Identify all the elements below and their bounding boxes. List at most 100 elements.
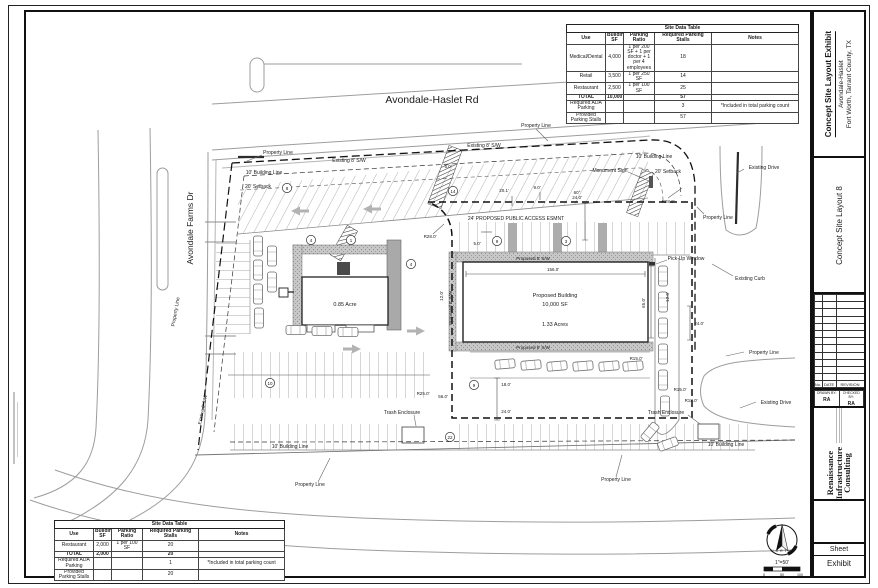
title-block-sheet-no: Sheet Exhibit — [814, 544, 864, 574]
label-existing-drive-tr: Existing Drive — [749, 165, 780, 171]
label-property-line-bl: Property Line — [295, 482, 325, 488]
rev-date-header: DATE — [821, 380, 837, 388]
label-property-line-b: Property Line — [601, 477, 631, 483]
label-building-line-tr: 10' Building Line — [636, 154, 673, 160]
right-building-pad — [448, 251, 680, 435]
dim-r25: R25.0' — [417, 391, 430, 396]
road-left-label: Avondale Farms Dr — [185, 191, 195, 264]
label-building-line-br: 10' Building Line — [708, 442, 745, 448]
dim-5-top: 5.0' — [444, 164, 451, 169]
svg-text:10: 10 — [267, 381, 273, 386]
dim-r18: R18.0' — [685, 398, 698, 403]
table-header-row: Use Building SF Parking Ratio Required P… — [54, 528, 286, 541]
keynote-8: 8 — [282, 183, 292, 193]
label-building-line-bl: 10' Building Line — [272, 444, 309, 450]
table-row-provided: Provided Parking Stalls 20 — [54, 568, 286, 582]
label-bldg2-ac: 0.85 Acre — [333, 302, 356, 308]
table-row: Restaurant 2,000 1 per 100 SF 20 — [54, 539, 286, 552]
rev-no-header: No. — [814, 380, 823, 388]
keynote-circles: 8 14 4 1 9 3 4 10 9 22 — [265, 183, 571, 442]
svg-text:14: 14 — [450, 189, 456, 194]
keynote-9a: 9 — [492, 236, 502, 246]
table-row: Retail 3,500 1 per 250 SF 14 — [566, 70, 800, 84]
north-arrow: NORTH — [766, 523, 798, 556]
table-row-total: TOTAL 10,000 57 — [566, 93, 800, 102]
svg-text:8: 8 — [286, 186, 289, 191]
dim-5-row: 5.0' — [473, 241, 480, 246]
table-row-ada: Required ADA Parking 3 *Included in tota… — [566, 100, 800, 113]
title-block-spare — [814, 501, 864, 544]
label-existing-sw6: Existing 6' S/W — [197, 394, 208, 425]
label-esmt: 24' PROPOSED PUBLIC ACCESS ESMNT — [468, 216, 564, 222]
label-property-line-tm: Property Line — [521, 123, 551, 129]
table-title: Site Data Table — [565, 24, 800, 33]
sheet-number: Exhibit — [826, 559, 851, 568]
scale-0: 0 — [763, 573, 765, 577]
firm-contact-lines — [835, 408, 844, 443]
road-top-label: Avondale-Haslet Rd — [385, 94, 478, 106]
keynote-14: 14 — [448, 186, 458, 196]
label-existing-sw8-m: Existing 8' S/W — [467, 143, 501, 149]
dim-r15-b: R15.0' — [674, 387, 687, 392]
scale-text: 1"=50' — [775, 560, 789, 566]
label-r28-tr: R28.0' — [662, 199, 675, 204]
keynote-10: 10 — [265, 378, 275, 388]
keynote-9b: 9 — [469, 380, 479, 390]
label-existing-drive-r: Existing Drive — [761, 400, 792, 406]
keynote-4a: 4 — [306, 235, 316, 245]
label-property-line-r: Property Line — [703, 215, 733, 221]
label-existing-sw8-l: Existing 8' S/W — [332, 158, 366, 164]
scale-bar: 1"=50' 0 50 100 — [763, 560, 803, 577]
label-monument-sign: Monument Sign — [592, 168, 627, 174]
sheet-label: Sheet — [814, 544, 864, 556]
label-setback-tl: 20' Setback — [245, 184, 271, 190]
dim-56: 56.0' — [438, 394, 448, 399]
dim-24-bot: 24.0' — [501, 409, 511, 414]
dim-65: 65.0' — [641, 298, 646, 308]
table-title-row: Site Data Table — [53, 520, 286, 529]
revision-header-row: No. DATE REVISION — [814, 380, 864, 388]
label-trash-l: Trash Enclosure — [384, 410, 420, 416]
svg-text:1: 1 — [350, 238, 353, 243]
keynote-1: 1 — [346, 235, 356, 245]
label-property-line-left: Property Line — [170, 296, 181, 327]
firm-name-3: Consulting — [842, 452, 853, 493]
plot-stamp — [13, 392, 15, 464]
monument-sign-symbol — [649, 176, 653, 188]
table-row-total: TOTAL 2,000 20 — [54, 550, 286, 559]
table-row-ada: Required ADA Parking 1 *Included in tota… — [54, 557, 286, 570]
title-block-project: Concept Site Layout Exhibit Avondale-Has… — [814, 12, 864, 158]
label-r28-parcel: R28.0' — [424, 234, 437, 239]
dim-12-lane: 12.0' — [665, 292, 670, 302]
title-block-sheet-title: Concept Site Layout 8 — [814, 158, 864, 294]
project-location: Fort Worth, Tarrant County, TX — [846, 39, 854, 129]
drawn-by-cell: DRAWN BY:RA — [814, 390, 840, 406]
title-block: Concept Site Layout Exhibit Avondale-Has… — [812, 10, 866, 578]
left-building-pad — [249, 239, 402, 334]
checked-by-cell: CHECKED BY:RA — [838, 390, 864, 406]
svg-text:3: 3 — [565, 239, 568, 244]
scale-100: 100 — [797, 573, 803, 577]
svg-text:9: 9 — [496, 239, 499, 244]
plot-stamp-2 — [17, 402, 18, 457]
project-name: Avondale-Haslet — [837, 60, 845, 108]
table-row: Restaurant 2,500 1 per 100 SF 25 — [566, 82, 800, 95]
north-label: NORTH — [771, 549, 793, 553]
table-header-row: Use Building SF Parking Ratio Required P… — [566, 32, 800, 45]
svg-text:4: 4 — [310, 238, 313, 243]
label-existing-curb: Existing Curb — [735, 276, 765, 282]
label-proposed-sw-bot: Proposed 8' S/W — [516, 345, 550, 350]
title-block-firm: Renaissance Infrastructure Consulting — [814, 408, 864, 501]
drawn-by-value: RA — [823, 397, 831, 403]
dim-24-esmt: 24.0' — [572, 195, 582, 200]
scale-50: 50 — [780, 573, 784, 577]
table-row: Medical/Dental 4,000 1 per 200 SF + 1 pe… — [566, 43, 800, 72]
table-title: Site Data Table — [53, 520, 286, 529]
table-row-provided: Provided Parking Stalls 57 — [566, 111, 800, 124]
svg-text:22: 22 — [447, 435, 453, 440]
title-block-drawn-checked: DRAWN BY:RA CHECKED BY:RA — [814, 390, 864, 408]
keynote-22: 22 — [445, 432, 455, 442]
label-proposed-sw-top: Proposed 8' S/W — [516, 256, 550, 261]
label-pickup-window: Pick-Up Window — [668, 256, 705, 262]
